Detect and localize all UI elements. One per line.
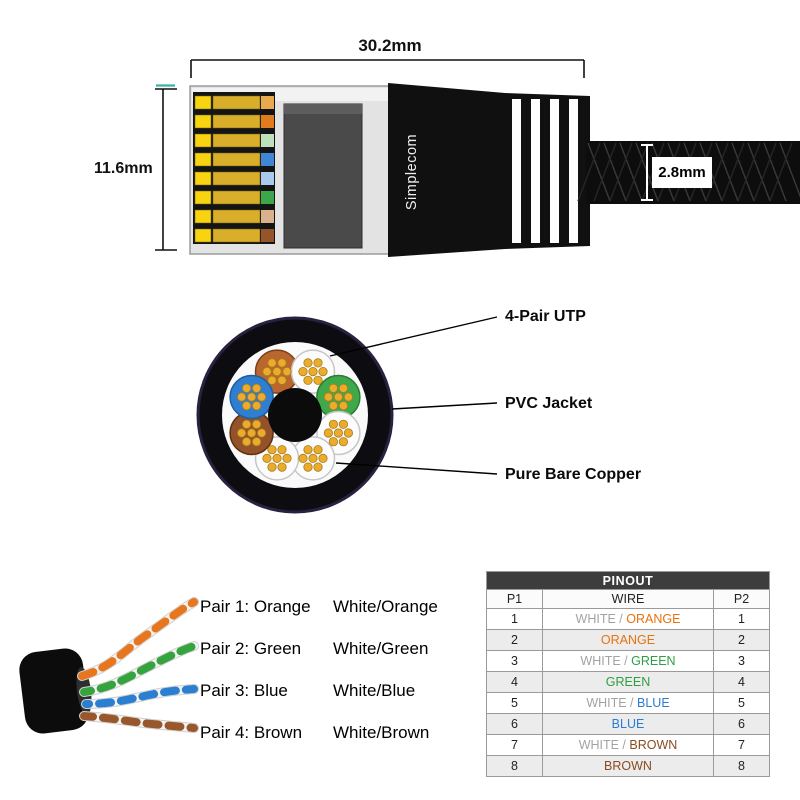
pinout-wire: WHITE / BROWN — [542, 734, 714, 756]
connector-inner-block-highlight — [284, 104, 362, 114]
pinout-wire-color: BROWN — [629, 738, 678, 752]
pair-row-3: Pair 3: Blue White/Blue — [200, 681, 415, 701]
pair-name: Pair 4: Brown — [200, 723, 303, 742]
pair-name: Pair 2: Green — [200, 639, 302, 658]
brand-label: Simplecom — [404, 133, 420, 211]
pair-white-name: White/Brown — [333, 723, 430, 742]
pinout-wire-color: BLUE — [611, 717, 645, 731]
pair-white-name: White/Green — [333, 639, 429, 658]
cable-diameter-label: 2.8mm — [652, 157, 712, 188]
pinout-wire-color: ORANGE — [626, 612, 681, 626]
pin-row — [194, 114, 274, 129]
callout-line-utp — [329, 316, 498, 357]
pinout-wire: WHITE / GREEN — [542, 650, 714, 672]
width-dimension-label: 30.2mm — [358, 36, 422, 55]
pinout-col-p2: P2 — [712, 589, 771, 609]
pinout-wire-prefix: WHITE / — [580, 654, 632, 668]
pinout-wire: BROWN — [542, 755, 714, 777]
pinout-p2: 1 — [712, 608, 771, 630]
pinout-row: 2 ORANGE 2 — [486, 629, 771, 651]
pinout-col-p1: P1 — [486, 589, 543, 609]
pin-row — [194, 228, 274, 243]
pinout-wire-color: BROWN — [604, 759, 652, 773]
pair-white-name: White/Blue — [333, 681, 416, 700]
pinout-wire: WHITE / ORANGE — [542, 608, 714, 630]
pinout-wire-prefix: WHITE / — [586, 696, 638, 710]
pinout-p1: 2 — [486, 629, 543, 651]
pair-row-4: Pair 4: Brown White/Brown — [200, 723, 429, 743]
pinout-wire-prefix: WHITE / — [578, 738, 630, 752]
pinout-row: 3 WHITE / GREEN 3 — [486, 650, 771, 672]
pair-row-1: Pair 1: Orange White/Orange — [200, 597, 438, 617]
cable-cross-section — [196, 316, 394, 514]
connector-pins — [194, 95, 274, 243]
pinout-p2: 6 — [712, 713, 771, 735]
pin-row — [194, 95, 274, 110]
pinout-p1: 3 — [486, 650, 543, 672]
pinout-p1: 4 — [486, 671, 543, 693]
pair-row-2: Pair 2: Green White/Green — [200, 639, 428, 659]
callout-line-copper — [335, 462, 498, 475]
pinout-title: PINOUT — [485, 571, 771, 590]
pinout-p2: 3 — [712, 650, 771, 672]
callout-pure-bare-copper: Pure Bare Copper — [505, 466, 642, 483]
callout-pvc-jacket: PVC Jacket — [505, 395, 593, 412]
center-hole — [268, 388, 322, 442]
connector-inner-block — [283, 103, 363, 249]
pinout-p1: 7 — [486, 734, 543, 756]
rj45-connector — [189, 83, 800, 257]
twisted-pair-3 — [81, 684, 199, 709]
pinout-row: 5 WHITE / BLUE 5 — [486, 692, 771, 714]
pin-row — [194, 133, 274, 148]
pinout-p1: 1 — [486, 608, 543, 630]
pinout-wire-color: GREEN — [631, 654, 676, 668]
cable-end — [19, 648, 89, 734]
height-dimension-bracket — [155, 88, 177, 251]
pinout-title-row: PINOUT — [485, 571, 771, 590]
pinout-p1: 8 — [486, 755, 543, 777]
pinout-p2: 7 — [712, 734, 771, 756]
pair-white-name: White/Orange — [333, 597, 438, 616]
boot-ridge-gaps — [512, 99, 578, 243]
pinout-row: 8 BROWN 8 — [486, 755, 771, 777]
pinout-header-row: P1 WIRE P2 — [486, 589, 771, 609]
pinout-row: 1 WHITE / ORANGE 1 — [486, 608, 771, 630]
pinout-row: 6 BLUE 6 — [486, 713, 771, 735]
pinout-wire-color: ORANGE — [600, 633, 656, 647]
pin-row — [194, 209, 274, 224]
pair-name: Pair 1: Orange — [200, 597, 311, 616]
pinout-wire: BLUE — [542, 713, 714, 735]
pinout-p1: 5 — [486, 692, 543, 714]
pinout-wire: ORANGE — [542, 629, 714, 651]
pinout-p2: 4 — [712, 671, 771, 693]
twisted-pair-4 — [79, 711, 199, 733]
callout-lines — [329, 316, 498, 475]
pinout-wire-color: BLUE — [637, 696, 670, 710]
height-dimension-label: 11.6mm — [94, 160, 153, 177]
pinout-wire-prefix: WHITE / — [575, 612, 627, 626]
twisted-pair-2 — [79, 641, 199, 697]
width-dimension-bracket — [190, 59, 585, 78]
callout-line-jacket — [391, 402, 498, 410]
pin-row — [194, 171, 274, 186]
pin-row — [194, 190, 274, 205]
twisted-pair-1 — [77, 597, 199, 681]
callout-4-pair-utp: 4-Pair UTP — [505, 308, 586, 325]
pinout-wire: GREEN — [542, 671, 714, 693]
pinout-p1: 6 — [486, 713, 543, 735]
pinout-p2: 8 — [712, 755, 771, 777]
pinout-p2: 5 — [712, 692, 771, 714]
pinout-wire-color: GREEN — [605, 675, 651, 689]
pinout-table: PINOUT P1 WIRE P2 1 WHITE / ORANGE 1 2 O… — [485, 571, 771, 777]
pinout-p2: 2 — [712, 629, 771, 651]
pair-name: Pair 3: Blue — [200, 681, 288, 700]
cable-diameter-bracket — [641, 144, 653, 201]
pinout-row: 7 WHITE / BROWN 7 — [486, 734, 771, 756]
pin-row — [194, 152, 274, 167]
pinout-wire: WHITE / BLUE — [542, 692, 714, 714]
pinout-col-wire: WIRE — [542, 589, 714, 609]
twisted-pairs-illustration — [19, 597, 199, 734]
pinout-row: 4 GREEN 4 — [486, 671, 771, 693]
